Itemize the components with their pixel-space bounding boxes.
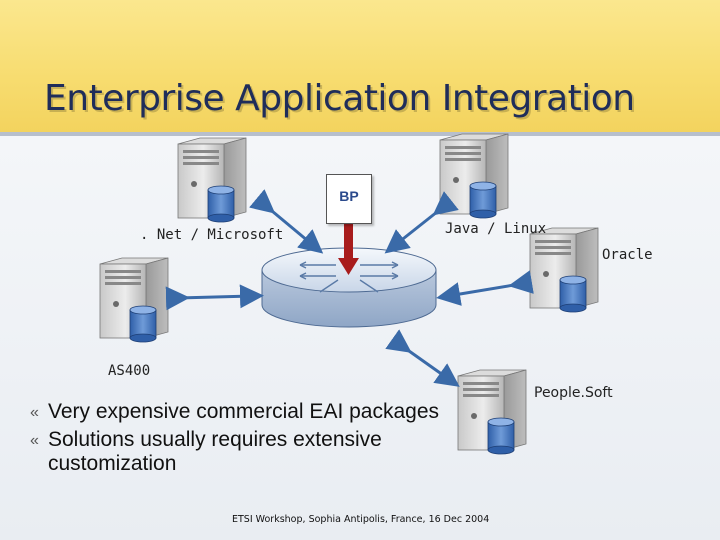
- label-as400: AS400: [108, 363, 151, 379]
- title-shadow: Enterprise Application Integration: [46, 80, 637, 121]
- server-oracle-icon: [529, 227, 599, 313]
- bullet-list: « Very expensive commercial EAI packages…: [30, 400, 450, 480]
- label-net-microsoft: . Net / Microsoft: [140, 227, 284, 243]
- arrow-net-hub: [249, 189, 324, 254]
- bp-arrow: [338, 224, 359, 275]
- slide-footer: ETSI Workshop, Sophia Antipolis, France,…: [232, 514, 490, 525]
- title-banner: [0, 0, 720, 132]
- label-oracle: Oracle: [602, 247, 653, 263]
- banner-divider: [0, 132, 720, 136]
- server-net-microsoft-icon: [177, 137, 247, 223]
- bullet-item: « Very expensive commercial EAI packages: [30, 400, 440, 423]
- label-peoplesoft: People.Soft: [534, 385, 613, 401]
- server-peoplesoft-icon: [457, 369, 527, 455]
- server-as400-icon: [99, 257, 169, 343]
- bp-label: BP: [339, 188, 359, 204]
- integration-hub-icon: [261, 247, 437, 328]
- arrow-as400-hub: [165, 284, 264, 311]
- bullet-marker-icon: «: [30, 404, 39, 421]
- server-java-linux-icon: [439, 133, 509, 219]
- slide-title: Enterprise Application Integration: [44, 78, 635, 119]
- bullet-marker-icon: «: [30, 432, 39, 449]
- bp-document: BP: [326, 174, 372, 224]
- arrow-oracle-hub: [436, 270, 534, 306]
- label-java-linux: Java / Linux: [445, 221, 547, 237]
- arrow-peoplesoft-hub: [385, 329, 460, 387]
- bullet-item: « Solutions usually requires extensive c…: [30, 428, 382, 475]
- arrow-java-hub: [384, 191, 459, 254]
